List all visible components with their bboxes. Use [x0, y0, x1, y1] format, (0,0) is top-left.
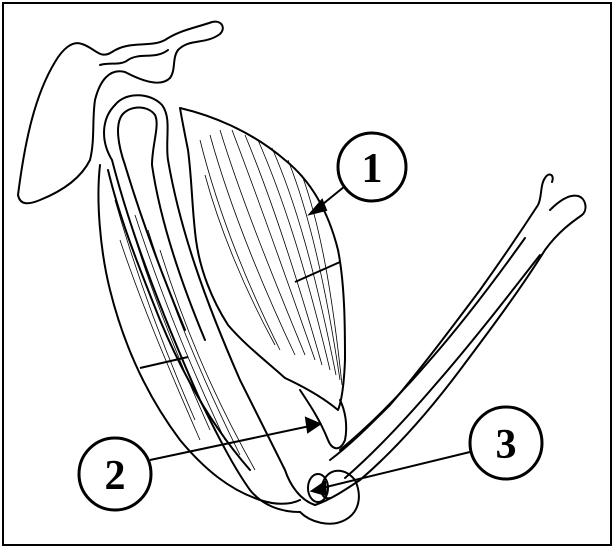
label-2: 2	[105, 453, 126, 499]
biceps-muscle	[180, 108, 345, 410]
humerus-head-inner	[122, 108, 205, 341]
forearm-radius	[315, 196, 585, 505]
pointer-line-3	[322, 452, 470, 488]
arrowhead-3	[312, 482, 326, 495]
muscle-tick-marks	[140, 262, 340, 368]
label-1: 1	[362, 146, 383, 192]
elbow-joint	[300, 471, 359, 524]
label-3: 3	[496, 422, 517, 468]
scapula	[18, 22, 223, 204]
